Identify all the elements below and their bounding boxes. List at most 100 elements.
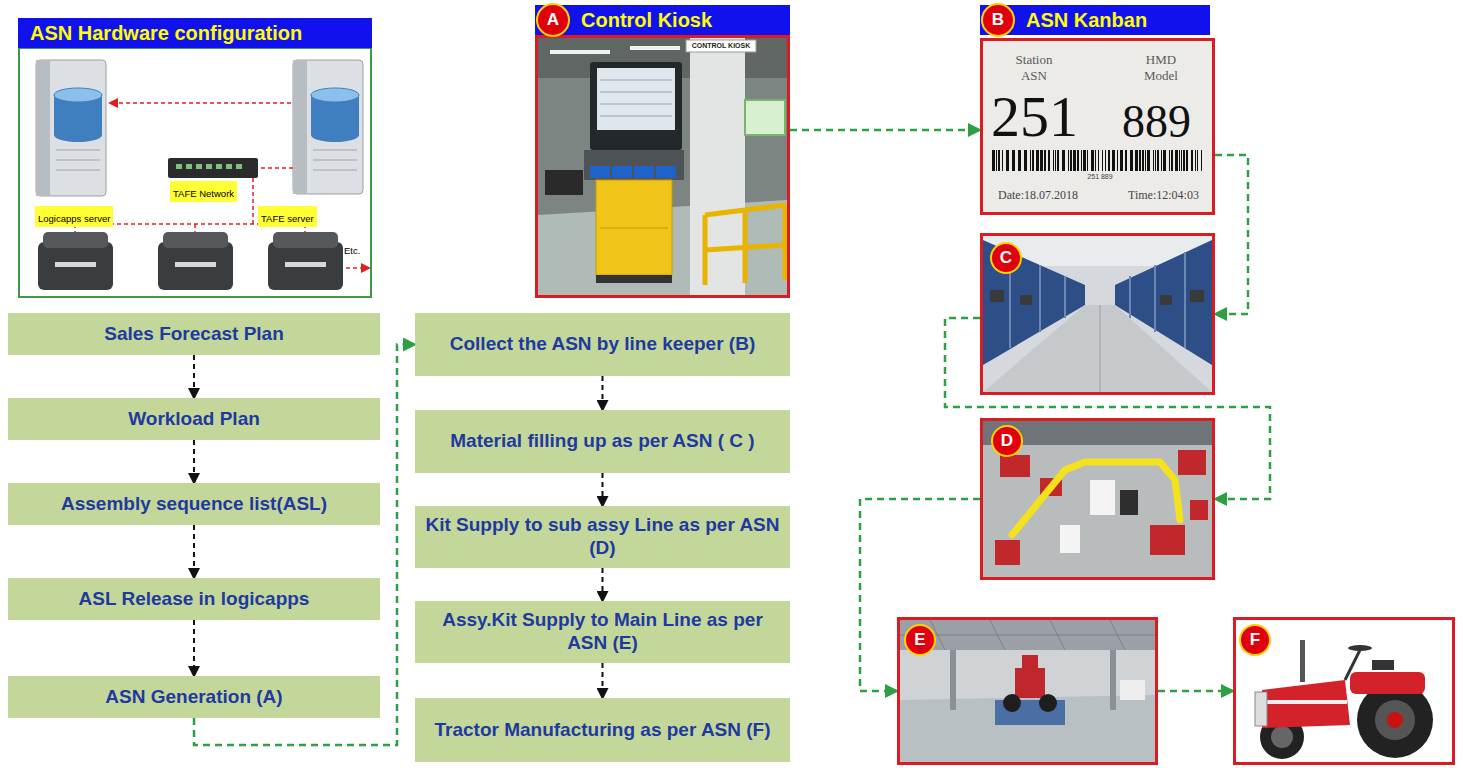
callout-letter: D — [1001, 431, 1013, 451]
barcode-bar — [1191, 150, 1193, 171]
printer-icon — [43, 232, 108, 248]
photo-panel: C — [980, 233, 1215, 395]
hardware-border — [19, 48, 371, 297]
barcode-bar — [1169, 150, 1170, 171]
server-icon — [36, 60, 363, 196]
kiosk-photo — [600, 116, 672, 117]
process-box: Sales Forecast Plan — [8, 313, 380, 355]
kiosk-photo — [634, 166, 654, 178]
barcode-bar — [1098, 150, 1099, 171]
assembly-floor-photo — [1150, 525, 1185, 555]
barcode-bar — [998, 150, 1000, 171]
header-text: ASN Kanban — [1026, 9, 1147, 32]
kiosk-photo — [656, 166, 676, 178]
barcode-bar — [1095, 150, 1096, 171]
field-caption: Station ASN — [1003, 52, 1065, 83]
main-line-photo — [900, 620, 1155, 762]
printer-icon — [273, 232, 338, 248]
network-switch — [186, 164, 192, 169]
warehouse-photo — [1129, 276, 1131, 318]
barcode-bar — [1130, 150, 1133, 171]
kiosk-photo — [600, 92, 672, 93]
callout-circle: A — [536, 3, 570, 37]
barcode-bar — [1163, 150, 1166, 171]
flow-connector — [790, 129, 980, 132]
flow-connector — [945, 318, 1270, 499]
barcode-bar — [1201, 150, 1202, 171]
network-switch — [226, 164, 232, 169]
barcode-bar — [1161, 150, 1162, 171]
warehouse-photo — [983, 236, 1212, 392]
barcode-bar — [1055, 150, 1056, 171]
process-text: Tractor Manufacturing as per ASN (F) — [434, 719, 770, 742]
assembly-floor-photo — [1178, 450, 1206, 475]
server-icon — [36, 60, 106, 196]
barcode-bar — [1157, 150, 1159, 171]
barcode-bar — [1062, 150, 1065, 171]
barcode-bar — [1083, 150, 1086, 171]
barcode-bar — [1070, 150, 1072, 171]
warehouse-photo — [1020, 295, 1032, 305]
kiosk-photo — [690, 38, 745, 295]
server-icon — [56, 150, 100, 151]
warehouse-photo — [983, 305, 1212, 392]
photo-panel: F — [1233, 617, 1455, 765]
photo-panel: D — [980, 418, 1215, 580]
process-text: Kit Supply to sub assy Line as per ASN (… — [425, 514, 780, 560]
barcode-bar — [1024, 150, 1027, 171]
main-line-photo — [1039, 694, 1057, 712]
flow-connector — [1215, 155, 1248, 314]
process-arrow — [602, 663, 604, 698]
kanban-photo — [983, 41, 1212, 212]
server-icon — [311, 88, 359, 102]
kiosk-photo — [597, 68, 675, 130]
barcode-bar — [1077, 150, 1079, 171]
barcode-bar — [1053, 150, 1054, 171]
kiosk-photo — [596, 180, 672, 275]
printer-icon — [163, 232, 228, 248]
barcode-bar — [1040, 150, 1043, 171]
server-icon — [313, 170, 357, 171]
barcode-bar — [1145, 150, 1146, 171]
process-arrow — [193, 440, 195, 483]
process-text: ASL Release in logicapps — [79, 588, 310, 611]
field-caption: HMD Model — [1133, 52, 1189, 83]
network-switch — [176, 164, 182, 169]
photo-frame — [535, 35, 790, 298]
tractor-picture — [1300, 640, 1305, 682]
station-number: 251 — [991, 88, 1078, 146]
process-box: Workload Plan — [8, 398, 380, 440]
warehouse-photo — [983, 236, 1212, 392]
server-label: Logicapps server — [35, 206, 113, 227]
kiosk-photo — [590, 166, 610, 178]
barcode-bar — [1081, 150, 1082, 171]
server-icon — [54, 128, 102, 142]
network-wire — [346, 267, 369, 269]
barcode — [992, 150, 1202, 171]
process-arrow — [193, 355, 195, 398]
kiosk-photo — [630, 46, 680, 50]
time-text: Time:12:04:03 — [1128, 189, 1199, 203]
main-line-photo — [1015, 668, 1045, 698]
barcode-bar — [1044, 150, 1046, 171]
network-wire — [75, 103, 369, 268]
barcode-bar — [1153, 150, 1154, 171]
server-icon — [293, 60, 307, 194]
barcode-bar — [1179, 150, 1180, 171]
barcode-bar — [1030, 150, 1031, 171]
barcode-bar — [1105, 150, 1106, 171]
callout-circle: B — [981, 3, 1015, 37]
process-text: Material filling up as per ASN ( C ) — [450, 430, 754, 453]
warehouse-photo — [1190, 290, 1204, 302]
hardware-border — [19, 48, 371, 297]
tractor-picture — [1271, 726, 1293, 748]
tractor-picture — [1372, 660, 1394, 670]
kiosk-photo — [686, 40, 756, 52]
printer-icon — [268, 242, 343, 290]
process-box: Kit Supply to sub assy Line as per ASN (… — [415, 506, 790, 568]
assembly-floor-photo — [1120, 490, 1138, 515]
tractor-picture — [1375, 700, 1415, 740]
main-line-photo — [1110, 650, 1116, 710]
kiosk-photo — [600, 80, 672, 81]
barcode-bar — [1171, 150, 1173, 171]
